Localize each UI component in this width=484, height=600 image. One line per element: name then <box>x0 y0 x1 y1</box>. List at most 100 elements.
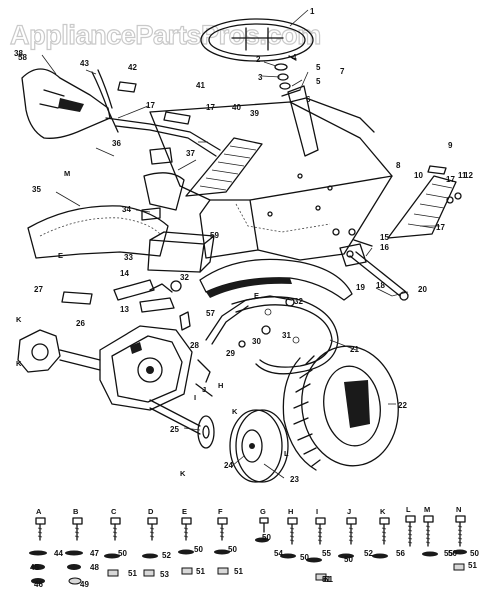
inline-letter-9: L <box>284 449 289 458</box>
hardware-letter-2: C <box>111 507 117 516</box>
inline-letter-6: K <box>16 359 22 368</box>
part-number-63: 51 <box>196 567 205 576</box>
part-number-72: 55 <box>322 549 331 558</box>
hardware-letter-5: F <box>218 507 223 516</box>
inline-letter-10: M <box>64 169 70 178</box>
hardware-letter-1: B <box>73 507 79 516</box>
part-number-3: 4 <box>292 53 297 62</box>
part-number-25: 22 <box>398 401 407 410</box>
inline-letter-8: K <box>232 407 238 416</box>
part-number-23: 20 <box>418 285 427 294</box>
part-number-34: 31 <box>282 331 291 340</box>
part-number-46: 42 <box>128 63 137 72</box>
rear-tire <box>282 345 399 471</box>
part-number-18: 17 <box>206 103 215 112</box>
steering-bracket <box>332 192 462 267</box>
part-number-49: 45 <box>30 563 39 572</box>
bolt-b <box>72 517 83 541</box>
hardware-letter-12: M <box>424 505 430 514</box>
axle-hub <box>149 399 215 449</box>
part-number-10: 10 <box>414 171 423 180</box>
inline-letter-4: J <box>202 385 206 394</box>
part-number-74: 56 <box>396 549 405 558</box>
part-number-17: 17 <box>146 101 155 110</box>
bolt-m <box>423 515 434 547</box>
part-number-20: 17 <box>436 223 445 232</box>
bolt-d <box>147 517 158 541</box>
part-number-26: 23 <box>290 475 299 484</box>
part-number-33: 30 <box>252 337 261 346</box>
part-number-43: 39 <box>250 109 259 118</box>
part-number-30: 27 <box>34 285 43 294</box>
part-number-32: 29 <box>226 349 235 358</box>
part-number-38: 34 <box>122 205 131 214</box>
right-footrest <box>387 165 457 239</box>
part-number-6: 6 <box>306 95 311 104</box>
steering-column <box>274 63 319 157</box>
seat-support <box>91 69 221 157</box>
bolt-k <box>379 517 390 545</box>
part-number-7: 7 <box>340 67 345 76</box>
part-number-73: 55 <box>444 549 453 558</box>
hardware-letter-10: K <box>380 507 386 516</box>
bolt-a <box>35 517 46 541</box>
part-number-31: 28 <box>190 341 199 350</box>
hardware-letter-4: E <box>182 507 187 516</box>
part-number-15: 15 <box>380 233 389 242</box>
bolt-l <box>405 515 416 547</box>
part-number-19: 17 <box>446 175 455 184</box>
inline-letter-2: H <box>218 381 223 390</box>
part-number-57: 50 <box>262 533 271 542</box>
part-number-55: 50 <box>194 545 203 554</box>
part-number-48: 44 <box>54 549 63 558</box>
part-number-0: 1 <box>310 7 315 16</box>
part-number-8: 8 <box>396 161 401 170</box>
inline-letter-5: K <box>16 315 22 324</box>
hardware-letter-13: N <box>456 505 461 514</box>
part-number-1: 2 <box>256 55 261 64</box>
part-number-70: 53 <box>160 570 169 579</box>
hardware-nuts <box>29 537 467 585</box>
hardware-letter-7: H <box>288 507 293 516</box>
part-number-40: 36 <box>112 139 121 148</box>
part-number-16: 16 <box>380 243 389 252</box>
part-number-5: 5 <box>316 77 321 86</box>
bolt-f <box>217 517 228 541</box>
part-number-54: 50 <box>118 549 127 558</box>
rear-fender <box>199 258 353 301</box>
part-number-13: 13 <box>120 305 129 314</box>
part-number-27: 24 <box>224 461 233 470</box>
steering-wheel <box>200 18 314 62</box>
transaxle <box>17 325 193 411</box>
hardware-letter-0: A <box>36 507 42 516</box>
part-number-44: 40 <box>232 103 241 112</box>
part-number-71: 54 <box>274 549 283 558</box>
part-number-60: 50 <box>470 549 479 558</box>
bolt-e <box>181 517 192 541</box>
part-number-4: 5 <box>316 63 321 72</box>
part-number-37: 33 <box>124 253 133 262</box>
part-number-11: 11 <box>458 171 467 180</box>
part-number-28: 25 <box>170 425 179 434</box>
part-number-12: 12 <box>464 171 473 180</box>
part-number-56: 50 <box>228 545 237 554</box>
part-number-62: 51 <box>128 569 137 578</box>
part-number-61: 50 <box>448 549 457 558</box>
bolt-i <box>315 517 326 545</box>
part-number-41: 37 <box>186 149 195 158</box>
part-number-53: 49 <box>80 580 89 589</box>
part-number-47: 43 <box>80 59 89 68</box>
part-number-66: 51 <box>322 575 331 584</box>
part-number-22: 19 <box>356 283 365 292</box>
tie-rod <box>346 250 409 301</box>
bolt-j <box>346 517 357 545</box>
inline-letter-3: I <box>194 393 196 402</box>
bolt-g <box>259 517 269 533</box>
part-number-29: 26 <box>76 319 85 328</box>
part-number-14: 14 <box>120 269 129 278</box>
part-number-67: 51 <box>468 561 477 570</box>
part-number-9: 9 <box>448 141 453 150</box>
part-number-64: 51 <box>234 567 243 576</box>
hardware-letter-11: L <box>406 505 411 514</box>
